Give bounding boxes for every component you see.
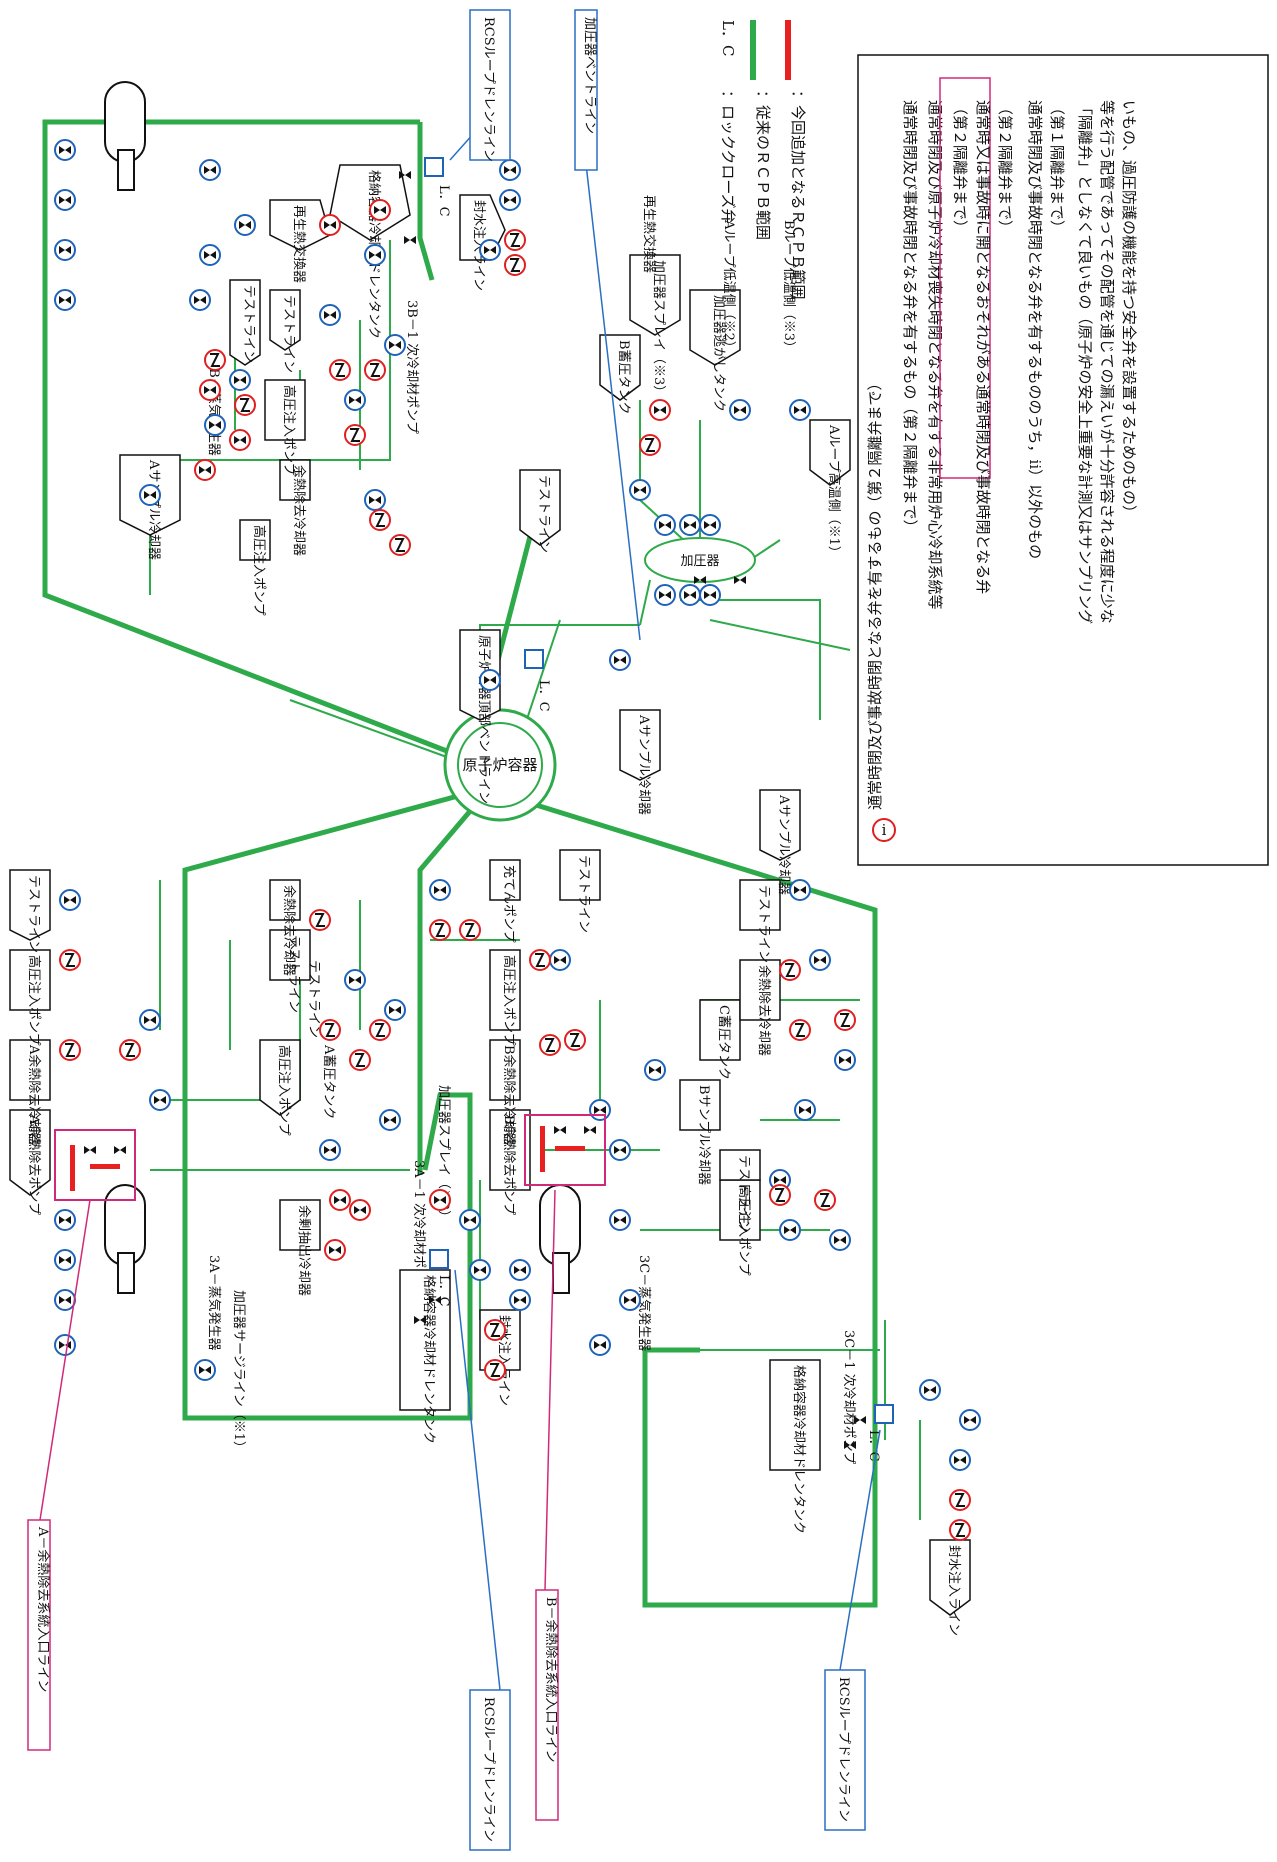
loop-a-high-temp: Aループ高温側（※1） bbox=[826, 424, 842, 559]
hp-pump-3b-2: 高圧注入ポンプ bbox=[251, 525, 267, 616]
test-line-3a-2: テストライン bbox=[286, 935, 301, 1013]
legend-lc-key: L．C bbox=[719, 20, 737, 56]
legend-iv-text3: いもの、過圧防護の機能を持つ安全弁を設置するためのもの） bbox=[1120, 100, 1138, 520]
rcp-3c-label: 3C－1 次冷却材ポンプ bbox=[841, 1330, 857, 1464]
pressurizer-relief-tank: 加圧器逃がしタンク bbox=[711, 295, 726, 412]
legend-green-swatch bbox=[750, 20, 756, 80]
hp-pump-3a: 高圧注入ポンプ bbox=[26, 955, 42, 1046]
legend-iii-text2: （第１隔離弁まで） bbox=[1048, 100, 1066, 235]
excess-letdown: 余剰抽出冷却器 bbox=[296, 1205, 312, 1296]
callout-a-rhr-inlet: A－余熱除去系統入口ライン bbox=[35, 1526, 51, 1692]
pressurizer-spray-2: 加圧器スプレイ（※2） bbox=[436, 1085, 451, 1223]
sg-3c-label: 3C－蒸気発生器 bbox=[636, 1255, 652, 1351]
rhr-pump-b: B余熱除去ポンプ bbox=[501, 1115, 517, 1215]
accumulator-b: B蓄圧タンク bbox=[616, 340, 631, 415]
rhr-cooler-3c: 余熱除去冷却器 bbox=[756, 965, 772, 1056]
test-line-3c-3: テストライン bbox=[736, 1155, 751, 1233]
rcpb-added-range bbox=[70, 1126, 585, 1191]
legend-i-text3: （第２隔離弁まで） bbox=[951, 100, 969, 235]
legend-i-text2: 通常時閉及び原子炉冷却材喪失時閉となる弁を有する非常用炉心冷却系統等 bbox=[926, 100, 944, 610]
sample-cooler-b: Bサンプル冷却器 bbox=[696, 1085, 711, 1185]
regen-hx-3b: 再生熱交換器 bbox=[291, 205, 307, 283]
steam-generator-3b bbox=[104, 81, 146, 191]
legend-iv-text2: 等を行う配管であってその配管を通じての漏えいが十分許容される程度に少な bbox=[1098, 100, 1116, 624]
sample-cooler-3b: Aサンプル冷却器 bbox=[146, 459, 161, 560]
rhr-cooler-a: A余熱除去冷却器 bbox=[26, 1044, 42, 1145]
legend-iv-text1: 「隔離弁」としなくて良いもの（原子炉の安全上重要な計測又はサンプリング bbox=[1076, 100, 1094, 624]
loop-a-low-temp: Aループ低温側（※2） bbox=[721, 219, 736, 354]
rcp-3b-label: 3B－1 次冷却材ポンプ bbox=[404, 300, 420, 434]
pressurizer-label: 加圧器 bbox=[680, 554, 719, 569]
reactor-vessel bbox=[443, 708, 557, 822]
legend-ii-text2: （第２隔離弁まで） bbox=[996, 100, 1014, 235]
legend-ii-text1: 通常時又は事故時に開となるおそれがある通常時閉及び事故時閉となる弁 bbox=[974, 100, 992, 594]
charging-pump: 充てんポンプ bbox=[501, 865, 517, 943]
lock-close-boxes bbox=[424, 157, 894, 1424]
lc-label-3b: L．C bbox=[436, 185, 451, 217]
callout-rcs-drain-2: RCSループドレンライン bbox=[836, 1677, 851, 1822]
head-vent-line: 原子炉容器頂部ベントライン bbox=[476, 635, 492, 804]
drain-tank-3c: 格納容器冷却材ドレンタンク bbox=[791, 1365, 807, 1534]
steam-generator-3c bbox=[539, 1184, 581, 1294]
legend-red-swatch bbox=[785, 20, 791, 80]
rcp-3a-label: 3A－1 次冷却材ポンプ bbox=[411, 1160, 427, 1294]
regen-hx-pzr: 再生熱交換器 bbox=[641, 195, 657, 273]
hp-pump-3a-2: 高圧注入ポンプ bbox=[276, 1045, 292, 1136]
accumulator-a-3a: A蓄圧タンク bbox=[321, 1044, 336, 1119]
callout-rcs-drain-3b: RCSループドレンライン bbox=[481, 17, 496, 162]
callout-leaders-pink bbox=[39, 1189, 556, 1591]
hp-pump-3c: 高圧注入ポンプ bbox=[736, 1185, 752, 1276]
rcpb-main-piping bbox=[42, 119, 878, 1608]
steam-generator-3a bbox=[104, 1184, 146, 1294]
sg-3a-label: 3A－蒸気発生器 bbox=[206, 1255, 222, 1351]
test-line-3c: テストライン bbox=[756, 885, 771, 963]
reactor-vessel-label: 原子炉容器 bbox=[462, 756, 537, 774]
rhr-cooler-3a-2: 余熱除去冷却器 bbox=[281, 885, 297, 976]
hp-pump-3c-2: 高圧注入ポンプ bbox=[501, 955, 517, 1046]
callouts: A－余熱除去系統入口ライン B－余熱除去系統入口ライン RCSループドレンライン… bbox=[27, 9, 866, 1851]
legend-i-text1: 通常時閉及び事故時閉となる弁を有するもの（第２隔離弁まで） bbox=[901, 100, 919, 535]
loop-b-low-temp: Bループ低温側（※3） bbox=[781, 220, 796, 354]
surge-line: 加圧器サージライン（※1） bbox=[231, 1290, 246, 1454]
seal-injection-3b: 封水注入ライン bbox=[471, 200, 486, 291]
sg-3b-label: 3B－蒸気発生器 bbox=[206, 360, 222, 456]
sample-cooler-pzr: Aサンプル冷却器 bbox=[636, 714, 651, 815]
legend-i-line1: 通常時閉及び事故時閉となる弁を有するもの（第２隔離弁まで） bbox=[866, 375, 884, 810]
hp-pump-3b: 高圧注入ポンプ bbox=[281, 385, 297, 476]
legend-green-desc: ：従来のＲＣＰＢ範囲 bbox=[754, 90, 772, 240]
legend-iii-text1: 通常時閉及び事故時閉となる弁を有するもののうち，ii）以外のもの bbox=[1026, 100, 1044, 559]
test-line-3b: テストライン bbox=[241, 285, 256, 363]
legend-lc-desc: ：ロッククローズ弁 bbox=[719, 90, 737, 224]
legend-top: L．C ：ロッククローズ弁 ：従来のＲＣＰＢ範囲 ：今回追加となるＲＣＰＢ範囲 bbox=[719, 20, 807, 300]
test-line-3b-3: テストライン bbox=[536, 475, 551, 553]
rhr-cooler-b: B余熱除去冷却器 bbox=[501, 1045, 517, 1146]
rhr-inlet-callout-boxes bbox=[54, 1114, 606, 1201]
pressurizer-spray-3: 加圧器スプレイ（※3） bbox=[651, 260, 666, 398]
legend-red-desc: ：今回追加となるＲＣＰＢ範囲 bbox=[789, 90, 807, 300]
pressurizer bbox=[644, 537, 756, 583]
legend-i-mark: i bbox=[882, 821, 887, 839]
test-line-3b-2: テストライン bbox=[281, 295, 296, 373]
lc-label-3c: L．C bbox=[866, 1430, 881, 1462]
lc-label-pzr: L．C bbox=[536, 680, 551, 712]
callout-pzr-vent: 加圧器ベントライン bbox=[582, 17, 597, 134]
rhr-cooler-3b: 余熱除去冷却器 bbox=[291, 465, 307, 556]
callout-rcs-drain-1: RCSループドレンライン bbox=[481, 1697, 496, 1842]
sample-cooler-pzr-2: Aサンプル冷却器 bbox=[776, 794, 791, 895]
rhr-pump-a: A余熱除去ポンプ bbox=[26, 1114, 42, 1215]
accumulator-c: C蓄圧タンク bbox=[716, 1005, 731, 1080]
legend-box: i 通常時閉及び事故時閉となる弁を有するもの（第２隔離弁まで） 通常時閉及び事故… bbox=[857, 54, 1269, 866]
callout-leaders-blue bbox=[449, 114, 881, 1691]
test-line-3a-3: テストライン bbox=[306, 960, 321, 1038]
legend-text-block: 通常時閉及び事故時閉となる弁を有するもの（第２隔離弁まで） 通常時閉及び原子炉冷… bbox=[901, 77, 1138, 624]
test-line-3a: テストライン bbox=[26, 875, 41, 953]
callout-b-rhr-inlet: B－余熱除去系統入口ライン bbox=[543, 1597, 559, 1763]
test-line-3c-4: テストライン bbox=[576, 855, 591, 933]
equipment-shapes bbox=[9, 164, 971, 1616]
seal-injection-3c: 封水注入ライン bbox=[946, 1545, 961, 1636]
